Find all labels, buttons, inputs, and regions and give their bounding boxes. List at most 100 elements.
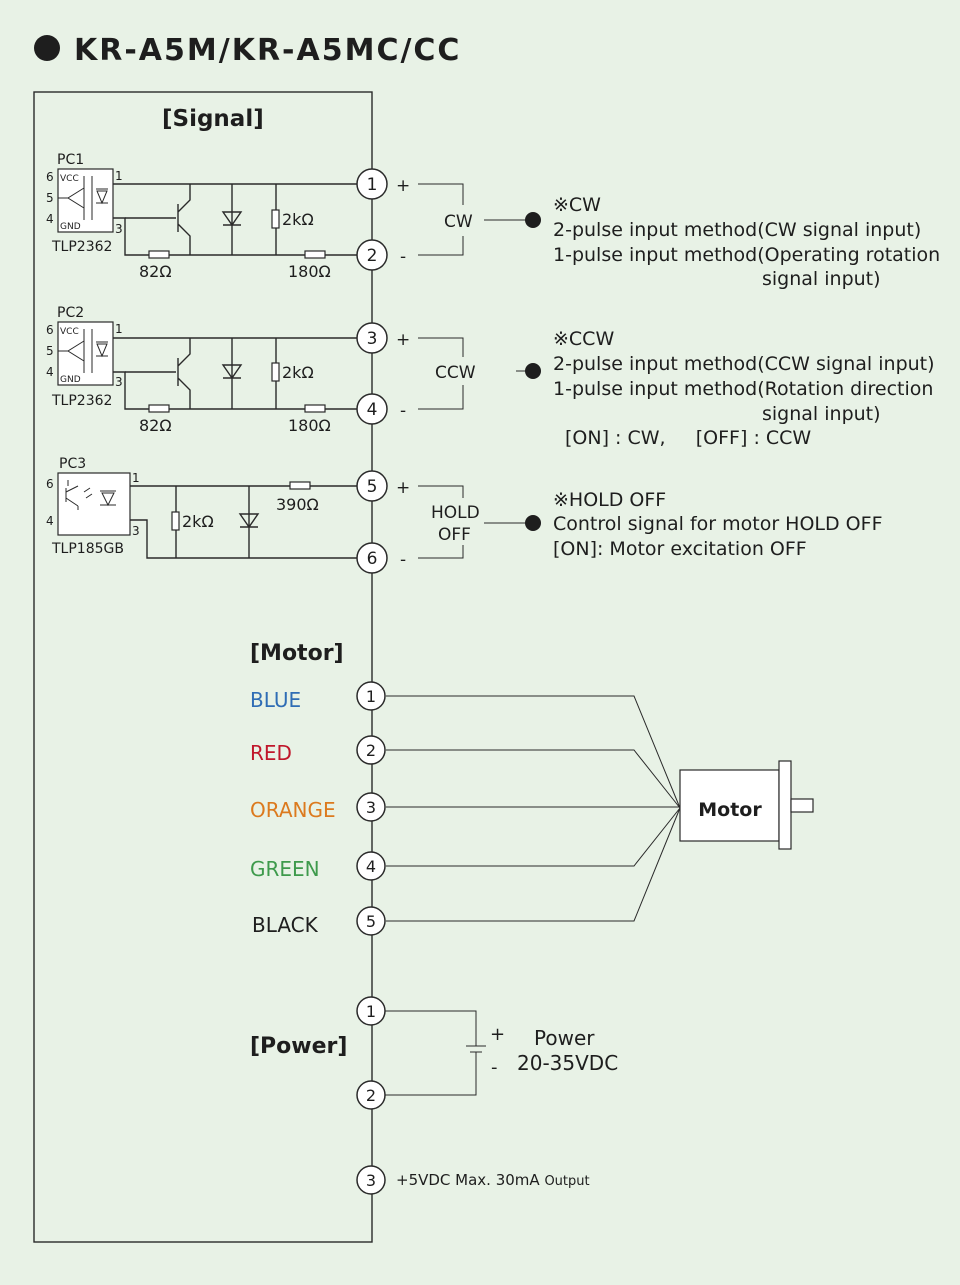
signal-terminal-3 bbox=[356, 322, 388, 354]
pc2-part: TLP2362 bbox=[51, 393, 112, 409]
signal-terminals: 1 2 3 4 5 6 bbox=[356, 168, 388, 574]
pc1-resistor-2k bbox=[271, 209, 280, 229]
svg-text:2-pulse input method(CCW signa: 2-pulse input method(CCW signal input) bbox=[553, 353, 935, 375]
page-title: KR-A5M/KR-A5MC/CC bbox=[74, 33, 461, 68]
power-terminal-3 bbox=[356, 1165, 386, 1195]
svg-text:5: 5 bbox=[46, 344, 54, 358]
svg-text:1: 1 bbox=[366, 687, 376, 706]
svg-text:390Ω: 390Ω bbox=[276, 495, 319, 514]
svg-text:5: 5 bbox=[366, 912, 376, 931]
svg-text:Control signal for motor HOLD: Control signal for motor HOLD OFF bbox=[553, 513, 883, 535]
svg-text:-: - bbox=[400, 401, 406, 421]
cw-description: ※CW 2-pulse input method(CW signal input… bbox=[553, 194, 940, 290]
signal-brackets bbox=[418, 183, 526, 559]
svg-text:2kΩ: 2kΩ bbox=[282, 210, 314, 229]
hold-label-2: OFF bbox=[438, 525, 471, 545]
pc3-part: TLP185GB bbox=[51, 541, 124, 557]
pc3-optocoupler-body bbox=[57, 472, 131, 536]
svg-text:4: 4 bbox=[46, 365, 54, 379]
power-heading: [Power] bbox=[250, 1034, 347, 1059]
pc3-circuit: PC3 6 4 1 3 TLP185GB 2kΩ 390Ω bbox=[46, 456, 357, 559]
ccw-label: CCW bbox=[435, 363, 476, 383]
svg-text:2: 2 bbox=[367, 246, 378, 266]
svg-text:2kΩ: 2kΩ bbox=[282, 363, 314, 382]
hold-connection-dot bbox=[525, 515, 541, 531]
svg-text:VCC: VCC bbox=[60, 327, 79, 337]
svg-text:5: 5 bbox=[367, 477, 378, 497]
svg-text:※CW: ※CW bbox=[553, 194, 601, 216]
svg-text:5: 5 bbox=[46, 191, 54, 205]
power-terminals: 1 2 3 bbox=[356, 996, 386, 1195]
pc3-resistor-390 bbox=[289, 481, 311, 490]
pc1-optocoupler-body bbox=[57, 168, 114, 233]
svg-text:180Ω: 180Ω bbox=[288, 262, 331, 281]
signal-heading: [Signal] bbox=[162, 106, 264, 132]
motor-terminal-3 bbox=[356, 792, 386, 822]
pc1-buffer-icon bbox=[58, 176, 93, 220]
svg-text:1-pulse input method(Operating: 1-pulse input method(Operating rotation bbox=[553, 244, 940, 266]
svg-text:3: 3 bbox=[115, 222, 123, 236]
ccw-connection-dot bbox=[525, 363, 541, 379]
svg-text:1: 1 bbox=[367, 175, 378, 195]
motor-box-label: Motor bbox=[698, 799, 762, 821]
svg-text:-: - bbox=[491, 1057, 498, 1078]
ccw-description: ※CCW 2-pulse input method(CCW signal inp… bbox=[553, 328, 935, 449]
pc3-led-icon bbox=[100, 490, 116, 507]
svg-text:6: 6 bbox=[46, 477, 54, 491]
signal-terminal-5 bbox=[356, 470, 388, 502]
svg-text:3: 3 bbox=[366, 1171, 376, 1190]
svg-text:1-pulse input method(Rotation: 1-pulse input method(Rotation direction bbox=[553, 378, 933, 400]
svg-text:+: + bbox=[396, 330, 410, 350]
svg-text:signal input): signal input) bbox=[762, 403, 881, 425]
svg-text:1: 1 bbox=[132, 471, 140, 485]
svg-text:+: + bbox=[490, 1024, 505, 1045]
pc3-diode-icon bbox=[238, 486, 260, 558]
svg-text:-: - bbox=[400, 247, 406, 267]
svg-text:4: 4 bbox=[366, 857, 376, 876]
svg-text:4: 4 bbox=[46, 514, 54, 528]
pc2-optocoupler-body bbox=[57, 321, 114, 386]
pc2-resistor-180 bbox=[304, 404, 326, 413]
pc3-phototransistor-icon bbox=[65, 480, 79, 510]
svg-text:4: 4 bbox=[46, 212, 54, 226]
pc3-resistor-2k bbox=[171, 511, 180, 531]
pc2-diode-icon bbox=[221, 338, 243, 409]
driver-frame bbox=[33, 91, 373, 1243]
svg-text:3: 3 bbox=[132, 524, 140, 538]
hold-description: ※HOLD OFF Control signal for motor HOLD … bbox=[553, 489, 883, 560]
svg-text:6: 6 bbox=[46, 323, 54, 337]
motor-wires bbox=[386, 695, 681, 922]
signal-terminal-4 bbox=[356, 393, 388, 425]
pc1-diode-icon bbox=[221, 184, 243, 255]
pc1-resistor-180 bbox=[304, 250, 326, 259]
wire-label-red: RED bbox=[250, 741, 292, 765]
pc2-resistor-82 bbox=[148, 404, 170, 413]
svg-text:+: + bbox=[396, 176, 410, 196]
svg-text:1: 1 bbox=[366, 1002, 376, 1021]
svg-text:[ON]: Motor excitation OFF: [ON]: Motor excitation OFF bbox=[553, 538, 807, 560]
pc2-name: PC2 bbox=[57, 305, 84, 321]
signal-terminal-1 bbox=[356, 168, 388, 200]
pc1-circuit: PC1 6 5 4 1 3 VCC GND TLP2362 2kΩ 82Ω 18… bbox=[46, 152, 357, 281]
svg-text:signal input): signal input) bbox=[762, 268, 881, 290]
pc1-part: TLP2362 bbox=[51, 239, 112, 255]
title-bullet-icon bbox=[34, 35, 60, 61]
svg-text:+: + bbox=[396, 478, 410, 498]
pc2-resistor-2k bbox=[271, 362, 280, 382]
svg-text:6: 6 bbox=[367, 549, 378, 569]
svg-text:3: 3 bbox=[366, 798, 376, 817]
wire-label-black: BLACK bbox=[252, 913, 319, 937]
signal-terminal-2 bbox=[356, 239, 388, 271]
svg-text:1: 1 bbox=[115, 169, 123, 183]
svg-text:※HOLD OFF: ※HOLD OFF bbox=[553, 489, 666, 511]
pc2-buffer-icon bbox=[58, 329, 93, 373]
pc1-resistor-82 bbox=[148, 250, 170, 259]
pc3-light-icon bbox=[83, 487, 93, 499]
svg-text:180Ω: 180Ω bbox=[288, 416, 331, 435]
motor-heading: [Motor] bbox=[250, 641, 344, 666]
motor-wire-1: BLUE 1 bbox=[250, 681, 386, 712]
motor-terminal-1 bbox=[356, 681, 386, 711]
svg-text:GND: GND bbox=[60, 222, 81, 232]
signal-terminal-6 bbox=[356, 542, 388, 574]
